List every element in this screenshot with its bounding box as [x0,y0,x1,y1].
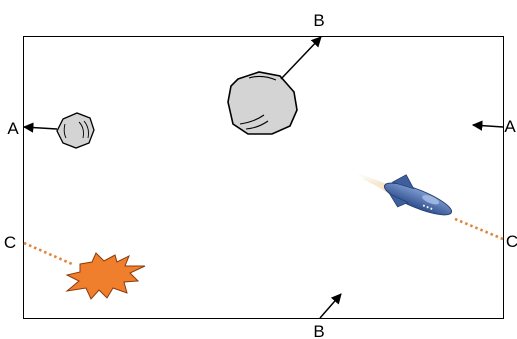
spaceship-icon [354,172,453,216]
bottom-entry-arrow [319,293,342,319]
small-asteroid-icon [56,112,95,149]
spaceship-dotted-path [454,217,504,241]
label-b-top: B [313,11,324,30]
right-entry-arrow [471,120,504,131]
label-a-left: A [7,119,19,138]
large-asteroid-arrow [280,36,322,80]
small-asteroid-arrow [22,122,58,133]
explosion-icon [65,252,146,300]
label-c-right: C [506,232,517,251]
explosion-dotted-path [23,241,73,266]
label-a-right: A [504,117,516,136]
label-b-bottom: B [313,322,324,339]
play-area-frame [23,36,504,319]
large-asteroid-icon [227,71,298,135]
label-c-left: C [4,233,16,252]
